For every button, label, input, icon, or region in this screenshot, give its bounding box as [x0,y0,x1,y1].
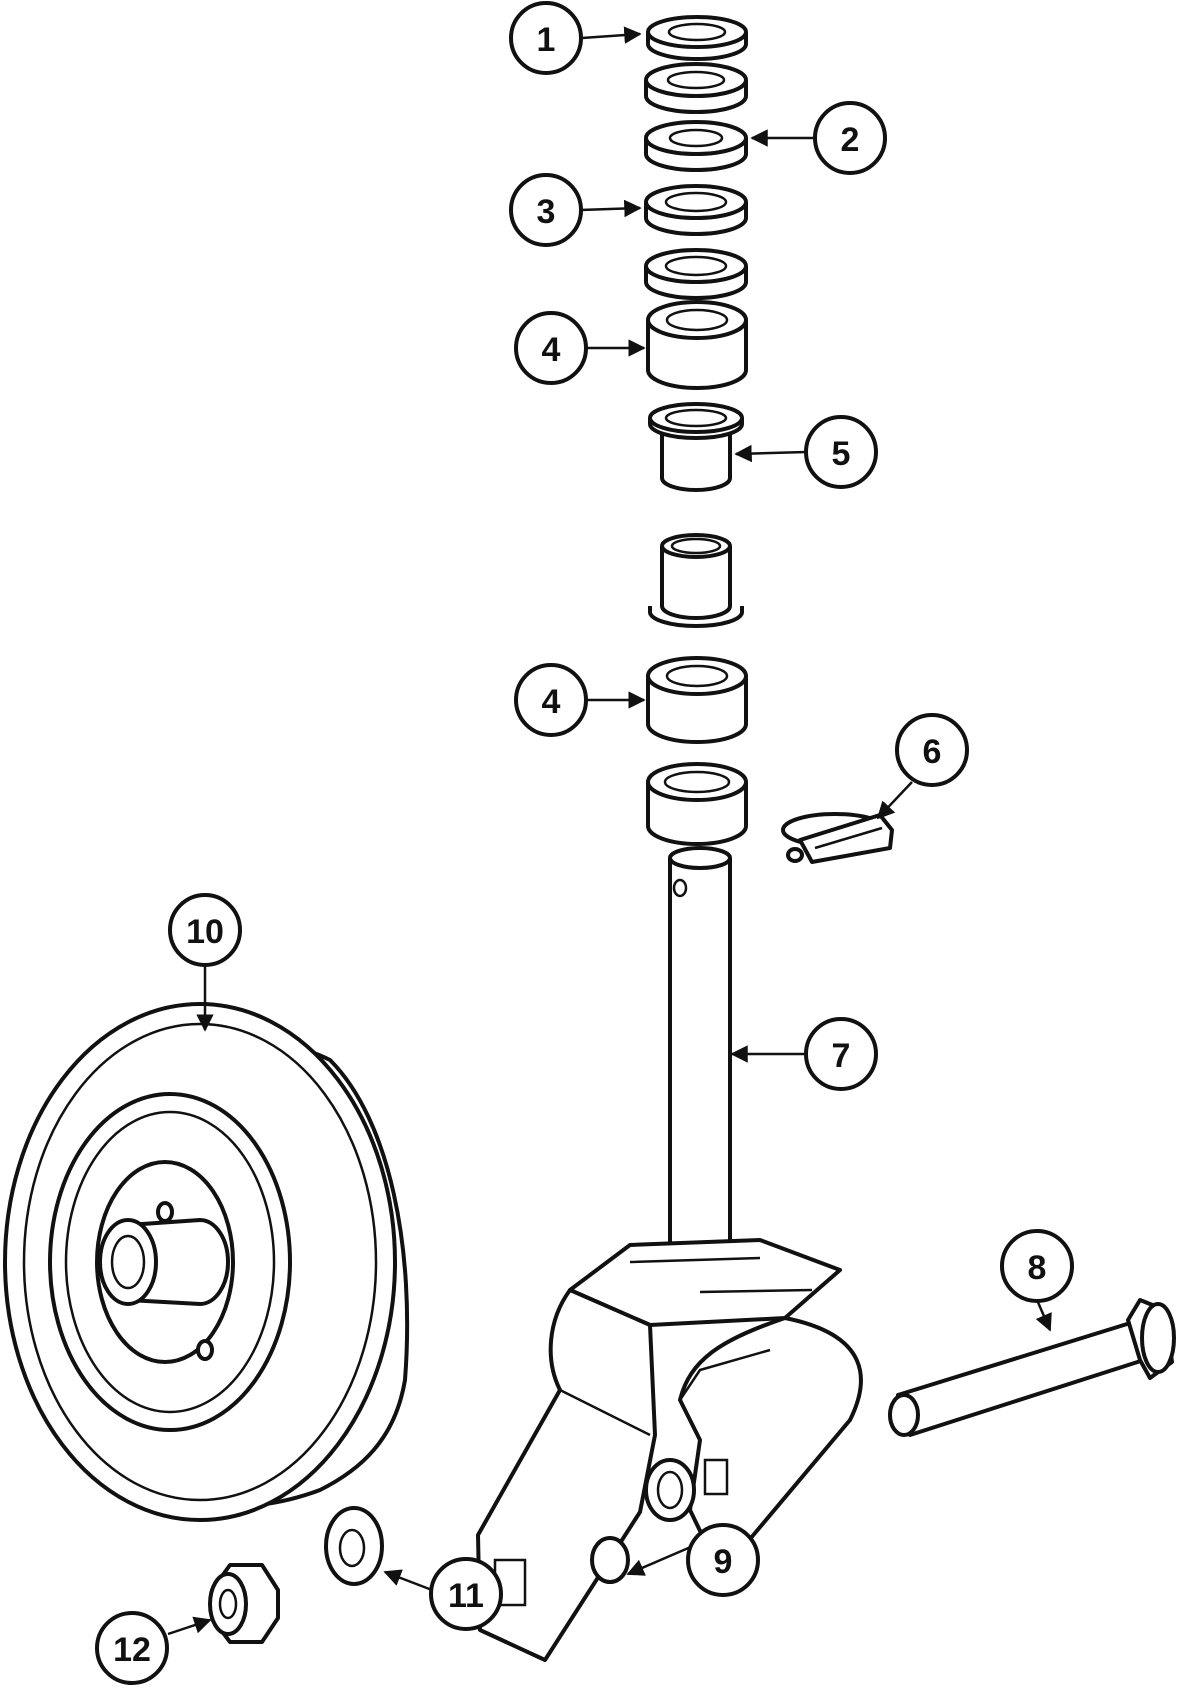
callout-1: 1 [509,1,583,75]
carriage-bolt-part-8 [888,1298,1176,1437]
callout-label: 11 [448,1577,484,1615]
callout-label: 9 [714,1543,733,1581]
callout-label: 3 [537,193,556,231]
callout-label: 1 [537,21,556,59]
leader-lines [167,26,1052,1636]
callout-label: 4 [542,683,561,721]
callout-10: 10 [168,893,242,967]
callout-3: 3 [509,173,583,247]
callout-label: 10 [186,913,224,951]
callout-4-lower: 4 [514,663,588,737]
callout-label: 5 [832,435,851,473]
callout-8: 8 [1000,1229,1074,1303]
callout-9: 9 [686,1523,760,1597]
callout-7: 7 [804,1017,878,1091]
flanged-bushing-part-5 [648,402,744,492]
hex-nut-part-12 [208,1563,280,1644]
spacer-bottom [646,762,748,846]
callout-11: 11 [429,1557,503,1631]
wheel-part-10 [3,1002,410,1522]
callout-5: 5 [804,415,878,489]
washer-part-11 [324,1506,384,1586]
callout-4-upper: 4 [514,311,588,385]
spacer-part-4-upper [646,300,748,390]
callout-2: 2 [813,101,887,175]
spacer-part-4-lower [646,656,748,744]
callout-12: 12 [95,1611,169,1685]
flanged-bushing-lower [648,533,744,628]
washer-part-1 [646,15,748,61]
callout-label: 2 [841,121,860,159]
callout-6: 6 [895,713,969,787]
washer-lower [644,248,748,300]
washer-part-3 [644,184,748,236]
lynch-pin-part-6 [781,812,894,864]
callout-label: 4 [542,331,561,369]
callout-label: 6 [923,733,942,771]
callout-label: 12 [113,1631,151,1669]
washer-upper [644,62,748,114]
callout-label: 7 [832,1037,851,1075]
callout-label: 8 [1028,1249,1047,1287]
caster-fork-part-7 [476,846,863,1662]
washer-part-2 [644,120,748,172]
